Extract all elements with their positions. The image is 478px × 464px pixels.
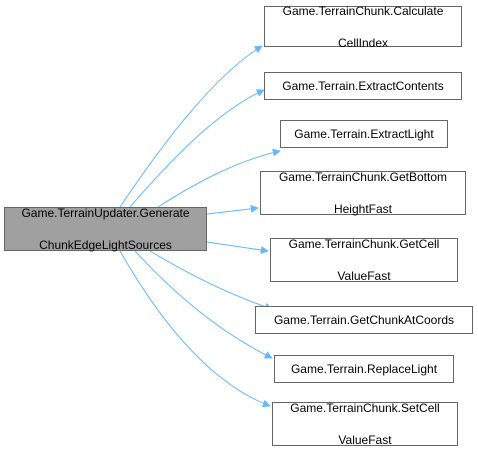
node-terrain-extract-light[interactable]: Game.Terrain.ExtractLight: [280, 120, 448, 148]
node-terrain-extract-contents[interactable]: Game.Terrain.ExtractContents: [264, 72, 462, 100]
edge-get-chunk-at-coords: [149, 250, 273, 311]
node-terrain-chunk-get-bottom-height-fast[interactable]: Game.TerrainChunk.GetBottom HeightFast: [260, 170, 466, 216]
node-label-line2: ValueFast: [337, 269, 391, 283]
node-label-line1: Game.TerrainChunk.GetCell: [288, 237, 440, 251]
node-terrain-chunk-calculate-cell-index[interactable]: Game.TerrainChunk.Calculate CellIndex: [264, 3, 462, 50]
edge-get-cell-value-fast: [206, 241, 269, 254]
node-label-line1: Game.TerrainChunk.GetBottom: [278, 170, 448, 184]
edge-replace-light: [134, 250, 273, 359]
node-terrain-get-chunk-at-coords[interactable]: Game.Terrain.GetChunkAtCoords: [255, 306, 473, 334]
node-terrain-chunk-get-cell-value-fast[interactable]: Game.TerrainChunk.GetCell ValueFast: [270, 237, 458, 283]
node-label-line1: Game.Terrain.ReplaceLight: [290, 362, 438, 376]
node-label-line2: HeightFast: [333, 202, 392, 216]
edge-set-cell-value-fast: [119, 250, 271, 408]
node-label-line2: CellIndex: [337, 35, 389, 50]
root-node-label-line2: ChunkEdgeLightSources: [39, 238, 172, 252]
node-label-line2: ValueFast: [338, 433, 392, 447]
edge-get-bottom-height-fast: [206, 204, 259, 215]
node-label-line1: Game.Terrain.ExtractContents: [282, 79, 444, 93]
node-label-line1: Game.TerrainChunk.SetCell: [290, 401, 440, 415]
node-label-line1: Game.Terrain.ExtractLight: [294, 127, 434, 141]
root-node-label-line1: Game.TerrainUpdater.Generate: [21, 206, 190, 220]
node-label-line1: Game.Terrain.GetChunkAtCoords: [273, 313, 455, 327]
edge-extract-light: [157, 148, 281, 208]
node-terrain-chunk-set-cell-value-fast[interactable]: Game.TerrainChunk.SetCell ValueFast: [272, 401, 458, 447]
node-label-line1: Game.TerrainChunk.Calculate: [282, 3, 444, 18]
root-node-generate-chunk-edge-light-sources: Game.TerrainUpdater.Generate ChunkEdgeLi…: [4, 206, 207, 252]
node-terrain-replace-light[interactable]: Game.Terrain.ReplaceLight: [274, 355, 454, 383]
edge-calculate-cell-index: [119, 45, 263, 208]
edge-extract-contents: [129, 89, 265, 208]
